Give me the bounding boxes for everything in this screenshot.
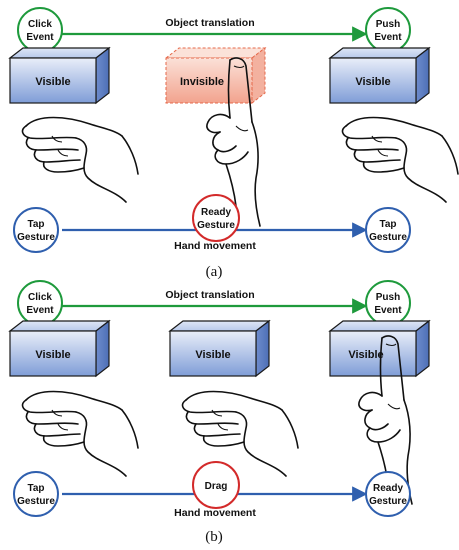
panel-b: Object translation Click Event Push Even…: [8, 280, 431, 545]
tap-gesture-node-right: Tap Gesture: [365, 207, 411, 253]
hand-pinch-icon: [21, 116, 139, 203]
svg-text:Event: Event: [26, 32, 54, 43]
visible-box-right: Visible: [328, 319, 431, 378]
svg-text:Ready: Ready: [373, 483, 403, 494]
caption-a: (a): [206, 264, 223, 280]
svg-text:Click: Click: [28, 292, 52, 303]
svg-text:Invisible: Invisible: [180, 76, 224, 88]
visible-box-left: Visible: [8, 319, 111, 378]
svg-text:Visible: Visible: [35, 76, 70, 88]
visible-box-left: Visible: [8, 46, 111, 105]
caption-b: (b): [205, 529, 223, 545]
visible-box-middle: Visible: [168, 319, 271, 378]
svg-text:Drag: Drag: [205, 481, 228, 492]
svg-text:Visible: Visible: [348, 349, 383, 361]
visible-box-right: Visible: [328, 46, 431, 105]
tap-gesture-node: Tap Gesture: [13, 471, 59, 517]
svg-text:Event: Event: [374, 305, 402, 316]
object-translation-label: Object translation: [165, 17, 254, 29]
svg-text:Click: Click: [28, 19, 52, 30]
ready-gesture-node: Ready Gesture: [192, 194, 240, 242]
push-event-node: Push Event: [365, 280, 411, 326]
svg-text:Visible: Visible: [355, 76, 390, 88]
svg-text:Gesture: Gesture: [369, 496, 407, 507]
panel-a: Object translation Click Event Push Even…: [8, 7, 459, 280]
svg-text:Visible: Visible: [195, 349, 230, 361]
click-event-node: Click Event: [17, 280, 63, 326]
hand-pinch-icon: [181, 390, 299, 477]
ready-gesture-node: Ready Gesture: [365, 471, 411, 517]
tap-gesture-node-left: Tap Gesture: [13, 207, 59, 253]
svg-text:Tap: Tap: [27, 483, 44, 494]
object-translation-label: Object translation: [165, 289, 254, 301]
hand-movement-label: Hand movement: [174, 507, 256, 519]
svg-text:Visible: Visible: [35, 349, 70, 361]
push-event-node: Push Event: [365, 7, 411, 53]
invisible-box: Invisible: [164, 46, 267, 105]
hand-pinch-icon: [21, 390, 139, 477]
svg-text:Tap: Tap: [27, 219, 44, 230]
svg-text:Tap: Tap: [379, 219, 396, 230]
svg-text:Event: Event: [26, 305, 54, 316]
hand-movement-label: Hand movement: [174, 240, 256, 252]
svg-text:Gesture: Gesture: [197, 220, 235, 231]
svg-text:Push: Push: [376, 292, 400, 303]
svg-text:Event: Event: [374, 32, 402, 43]
drag-node: Drag: [192, 461, 240, 509]
svg-text:Push: Push: [376, 19, 400, 30]
click-event-node: Click Event: [17, 7, 63, 53]
svg-text:Gesture: Gesture: [17, 232, 55, 243]
svg-text:Gesture: Gesture: [17, 496, 55, 507]
hand-pinch-icon: [341, 116, 459, 203]
svg-text:Ready: Ready: [201, 207, 231, 218]
svg-text:Gesture: Gesture: [369, 232, 407, 243]
